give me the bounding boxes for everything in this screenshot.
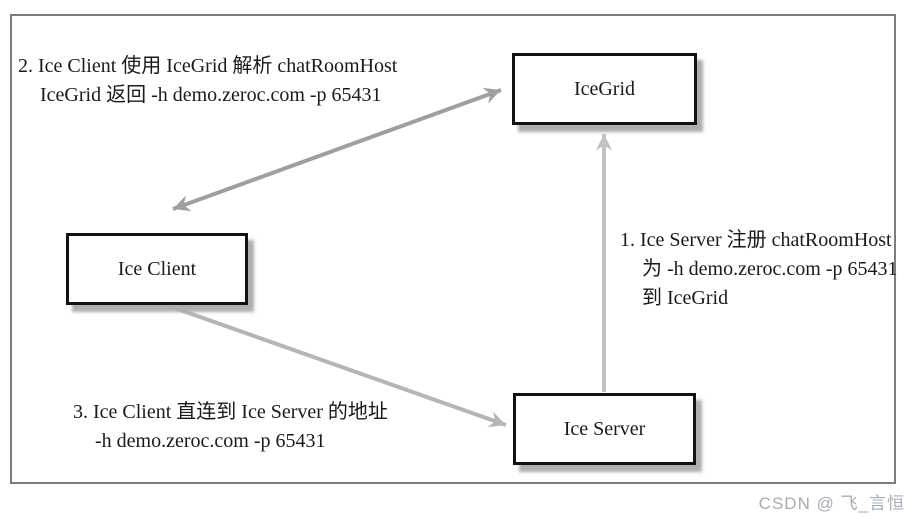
ice-server-node: Ice Server (513, 393, 696, 465)
ice-client-node: Ice Client (66, 233, 248, 305)
note-step-1-line-1: 1. Ice Server 注册 chatRoomHost (620, 229, 892, 251)
diagram-border (10, 14, 896, 484)
arrow-client-server (168, 304, 507, 428)
csdn-watermark: CSDN @ 飞_言恒 (758, 494, 905, 513)
note-step-1-line-2: 为 -h demo.zeroc.com -p 65431 (642, 258, 898, 280)
arrow-client-icegrid (172, 87, 502, 212)
icegrid-node-label: IceGrid (573, 77, 636, 100)
note-step-2: 2. Ice Client 使用 IceGrid 解析 chatRoomHost… (18, 52, 397, 110)
note-step-3: 3. Ice Client 直连到 Ice Server 的地址 -h demo… (73, 398, 388, 456)
note-step-1: 1. Ice Server 注册 chatRoomHost 为 -h demo.… (620, 226, 897, 313)
note-step-2-line-1: 2. Ice Client 使用 IceGrid 解析 chatRoomHost (18, 55, 398, 77)
ice-client-node-label: Ice Client (117, 257, 197, 280)
note-step-3-line-2: -h demo.zeroc.com -p 65431 (95, 430, 326, 452)
note-step-2-line-2: IceGrid 返回 -h demo.zeroc.com -p 65431 (40, 84, 382, 106)
icegrid-node: IceGrid (512, 53, 697, 125)
note-step-3-line-1: 3. Ice Client 直连到 Ice Server 的地址 (73, 401, 388, 423)
ice-server-node-label: Ice Server (563, 417, 646, 440)
note-step-1-line-3: 到 IceGrid (642, 287, 729, 309)
